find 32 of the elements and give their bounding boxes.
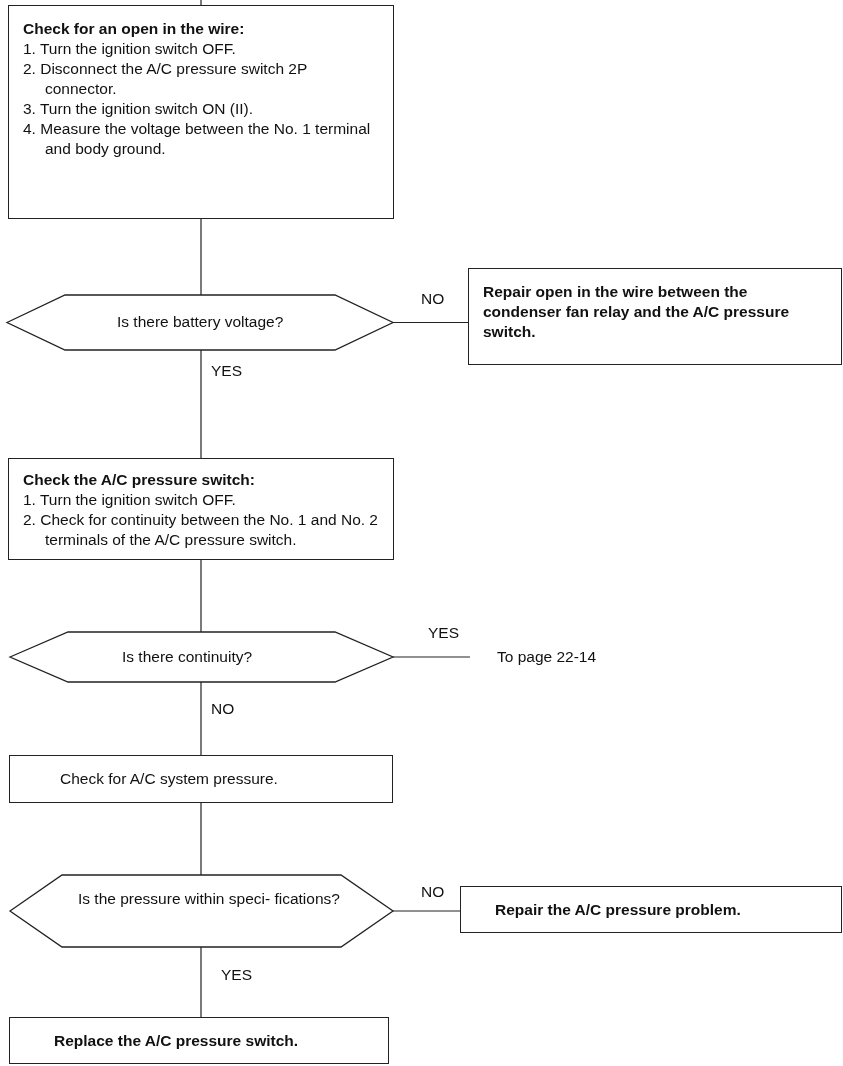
process-box [9, 1017, 389, 1064]
process-box [9, 755, 393, 803]
step-instruction: 1. Turn the ignition switch OFF. [23, 39, 237, 59]
connector-text: To page 22-14 [497, 647, 598, 667]
connector-line [200, 681, 202, 756]
connector-line [200, 0, 202, 6]
step-instruction: 1. Turn the ignition switch OFF. [23, 490, 237, 510]
step-instruction: 3. Turn the ignition switch ON (II). [23, 99, 254, 119]
connector-line [200, 349, 202, 459]
process-box [8, 458, 394, 560]
action-text: Repair open in the wire between the condenser fan relay and the A/C pressure switch. [483, 282, 791, 342]
action-text: Check for A/C system pressure. [60, 769, 279, 789]
action-text: Replace the A/C pressure switch. [54, 1031, 300, 1051]
question-text: Is there continuity? [122, 647, 254, 667]
question-text: Is the pressure within speci- fications? [78, 889, 341, 909]
action-text: Repair the A/C pressure problem. [495, 900, 742, 920]
connector-line [200, 802, 202, 876]
step-instruction: 2. Disconnect the A/C pressure switch 2P connector. [23, 59, 309, 99]
process-box [8, 5, 394, 219]
connector-line [392, 656, 471, 658]
connector-line [392, 321, 469, 324]
connector-line [200, 559, 202, 633]
connector-line [200, 946, 202, 1018]
step-instruction: 2. Check for continuity between the No. 1 and No. 2 terminals of the A/C pressure switch. [23, 510, 379, 550]
step-heading: Check for an open in the wire: [23, 19, 246, 39]
process-box [460, 886, 842, 933]
step-instruction: 4. Measure the voltage between the No. 1 terminal and body ground. [23, 119, 372, 159]
question-text: Is there battery voltage? [117, 312, 285, 332]
connector-line [392, 910, 461, 912]
connector-line [200, 218, 202, 296]
process-box [468, 268, 842, 365]
step-heading: Check the A/C pressure switch: [23, 470, 256, 490]
